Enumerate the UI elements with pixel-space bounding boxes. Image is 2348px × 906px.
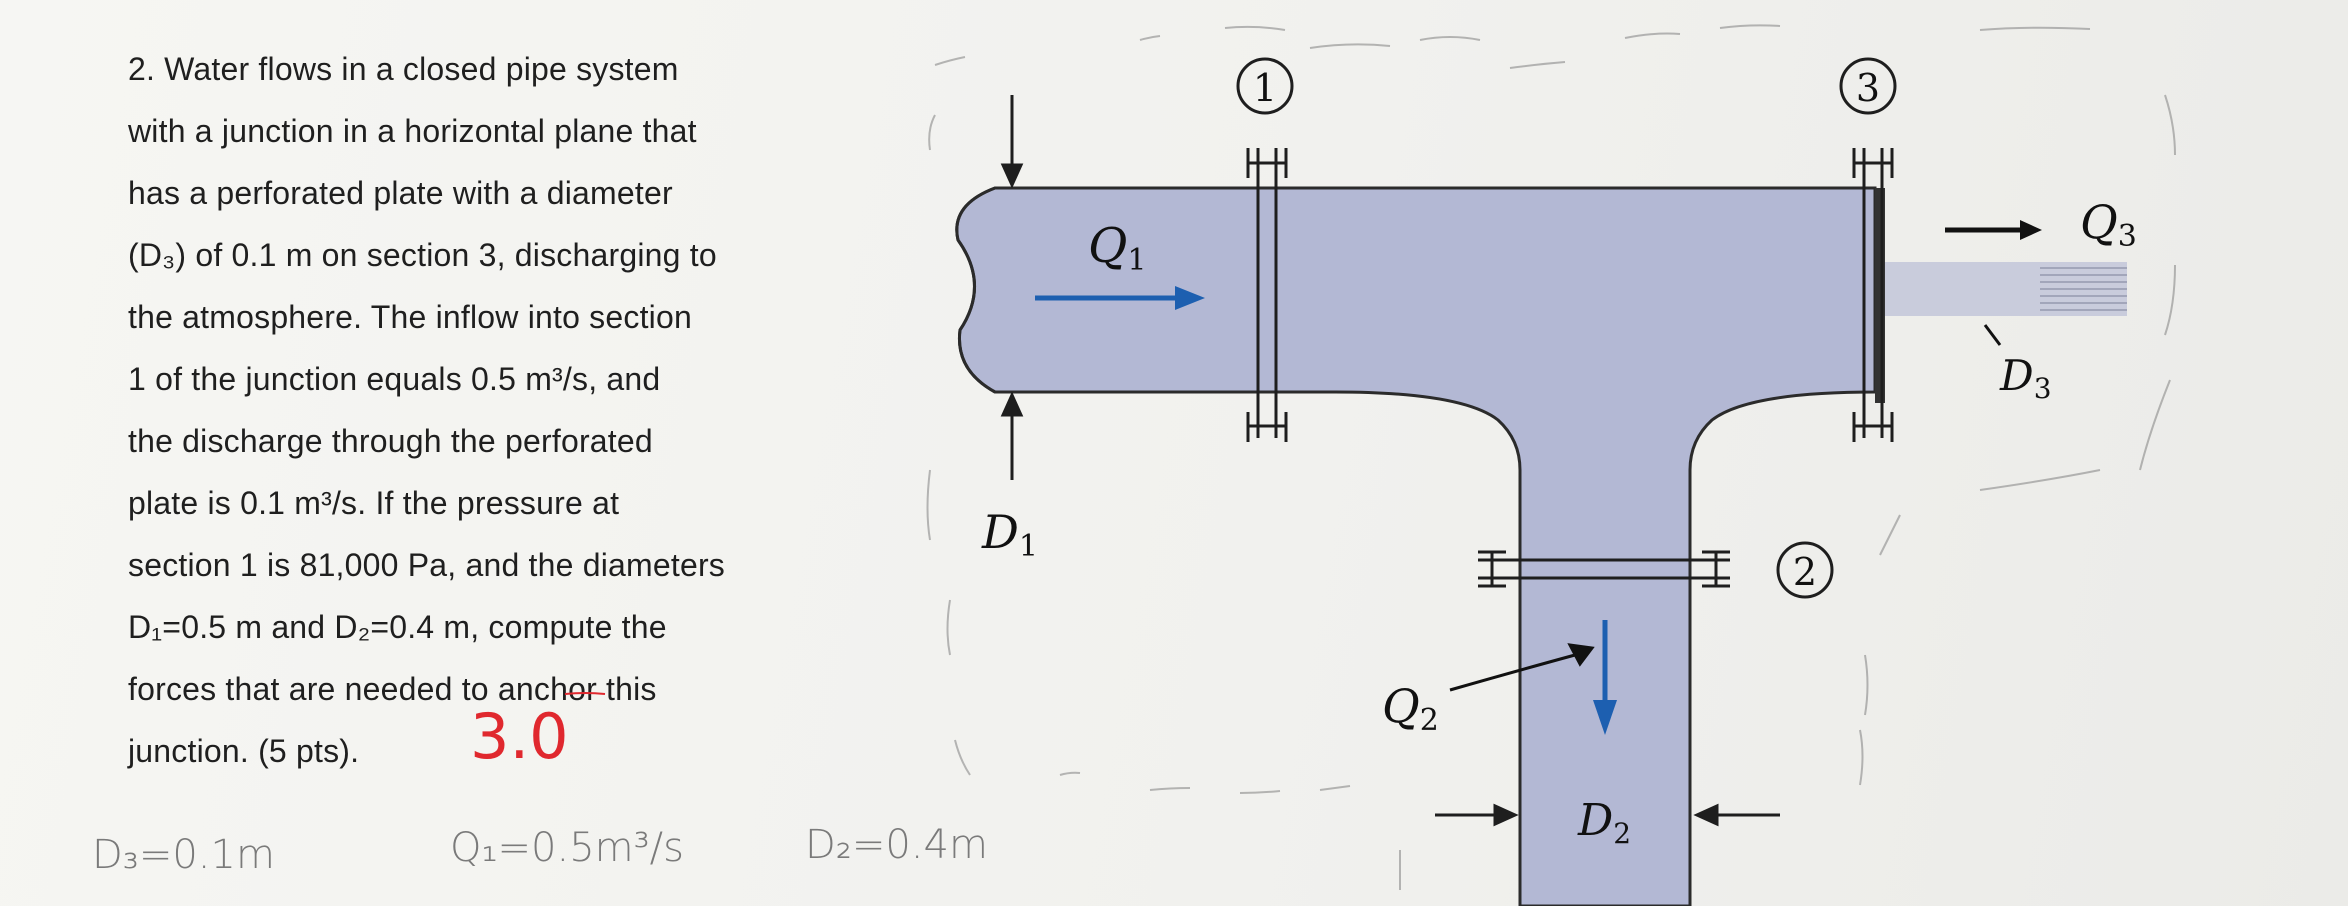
handwritten-d2: D₂=0.4m [805,822,988,868]
problem-line: D₁=0.5 m and D₂=0.4 m, compute the [128,609,667,645]
problem-line: has a perforated plate with a diameter [128,175,673,211]
q1-flow-arrow [1035,286,1205,310]
section-1-marker: 1 [1236,57,1294,115]
section-3-label: 3 [1856,66,1880,110]
handwritten-q1: Q₁=0.5m³/s [450,825,684,871]
section-1-label: 1 [1253,66,1277,110]
handwritten-d3: D₃=0.1m [92,832,275,878]
d2-dimension-arrows [1435,803,1780,827]
problem-line: section 1 is 81,000 Pa, and the diameter… [128,547,726,583]
problem-line: the atmosphere. The inflow into section [128,299,692,335]
grade-score: 3.0 [470,700,569,773]
flange-section-3 [1852,148,1894,442]
sketch-marks [926,24,2176,890]
problem-line: plate is 0.1 m³/s. If the pressure at [128,485,620,521]
problem-line: junction. (5 pts). [128,733,360,769]
d1-dimension-arrows [1000,95,1024,480]
d2-label: D2 [1577,795,1631,850]
d1-label: D1 [981,505,1038,564]
section-2-label: 2 [1793,550,1817,594]
flange-section-2 [1478,550,1730,588]
q3-flow-arrow [1945,220,2042,240]
problem-line: with a junction in a horizontal plane th… [128,113,697,149]
leader-lines [1449,324,2002,692]
flange-section-1 [1246,148,1288,442]
q3-label: Q3 [2080,195,2137,254]
pipe-body [955,186,1877,906]
q2-label: Q2 [1382,679,1439,738]
problem-line: 1 of the junction equals 0.5 m³/s, and [128,361,661,397]
q2-flow-arrow [1593,620,1617,735]
problem-line: (D₃) of 0.1 m on section 3, discharging … [128,237,717,273]
problem-statement: 2. Water flows in a closed pipe system w… [128,38,908,782]
perforated-plate-outlet [1875,188,2127,403]
problem-line: forces that are needed to anchor this [128,671,657,707]
score-underline [564,692,606,695]
section-3-marker: 3 [1839,57,1897,115]
section-2-marker: 2 [1776,541,1834,599]
q1-label: Q1 [1088,218,1146,278]
d3-label: D3 [1999,351,2052,405]
problem-line: 2. Water flows in a closed pipe system [128,51,679,87]
problem-line: the discharge through the perforated [128,423,653,459]
